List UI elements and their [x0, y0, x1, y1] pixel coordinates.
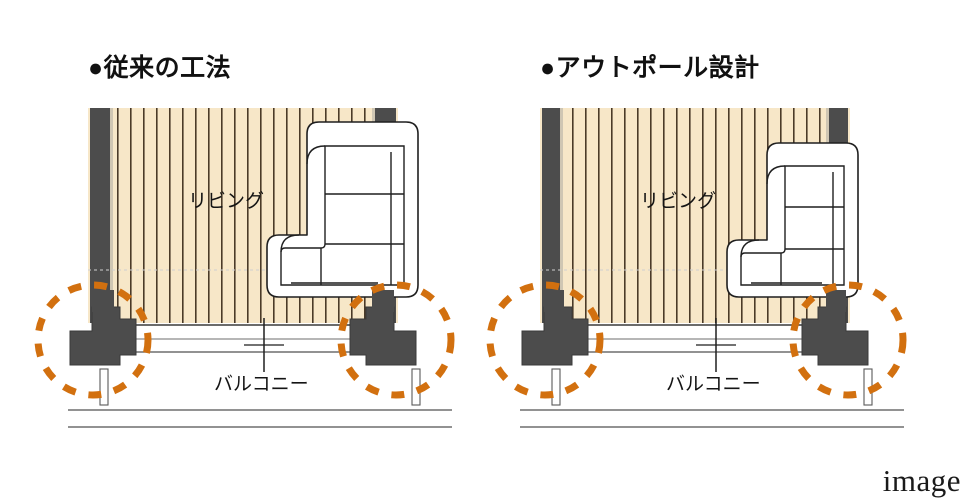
balcony-rail-lines-left — [68, 409, 452, 428]
balcony-rail-lines-right — [520, 409, 904, 428]
column-base-right-east — [801, 290, 869, 366]
panel-title-outpole: ●アウトポール設計 — [540, 54, 760, 82]
highlight-circle-right-west — [486, 281, 604, 399]
room-label-right: リビング — [640, 190, 716, 212]
highlight-circle-right-east — [789, 281, 907, 399]
exterior-column-right-west — [542, 108, 563, 323]
balcony-post-right-west — [551, 368, 561, 406]
column-base-left-east — [349, 290, 417, 366]
balcony-structure-left — [78, 318, 408, 372]
figure-caption: image — [882, 463, 961, 498]
room-label-left: リビング — [188, 190, 264, 212]
panel-conventional: リビング — [34, 108, 455, 428]
panel-title-conventional: ●従来の工法 — [88, 54, 232, 82]
balcony-structure-right — [530, 318, 860, 372]
panel-outpole: リビング — [486, 108, 907, 428]
balcony-label-left: バルコニー — [214, 374, 309, 395]
sofa-right — [726, 142, 859, 298]
balcony-post-left-west — [99, 368, 109, 406]
highlight-circle-left-west — [34, 281, 152, 399]
interior-column-left-west — [90, 108, 113, 323]
column-base-left-west — [69, 290, 137, 366]
sofa-left — [266, 121, 419, 298]
highlight-circle-left-east — [337, 281, 455, 399]
balcony-label-right: バルコニー — [666, 374, 761, 395]
column-base-right-west — [521, 290, 589, 366]
